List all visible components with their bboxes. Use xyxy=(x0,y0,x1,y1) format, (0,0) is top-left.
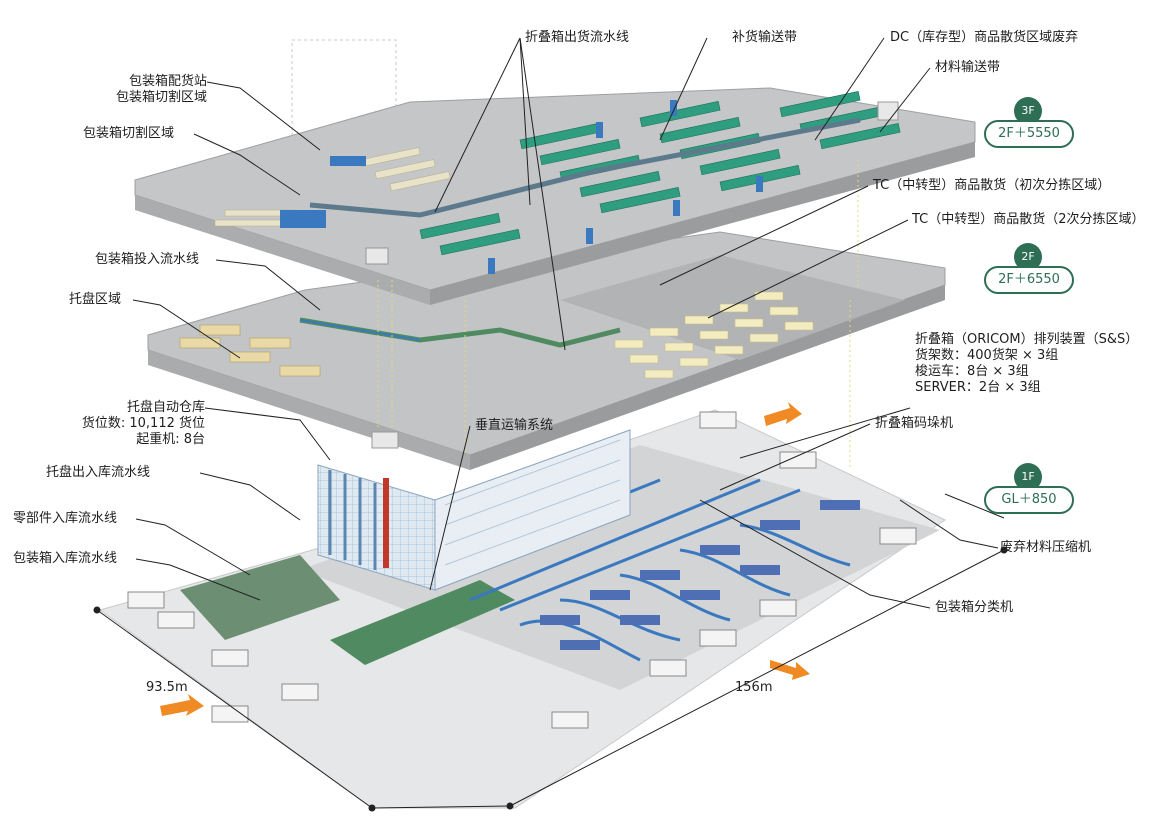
label-sns-line3: 梭运车：8台 × 3组 xyxy=(915,364,1029,379)
label-box-in-line: 包装箱入库流水线 xyxy=(13,551,118,566)
label-palletizer: 折叠箱码垛机 xyxy=(875,416,954,431)
label-replenish-conveyor: 补货输送带 xyxy=(732,30,798,45)
label-material-conveyor: 材料输送带 xyxy=(935,60,1001,75)
label-pallet-asrs: 托盘自动仓库 货位数: 10,112 货位 起重机: 8台 xyxy=(40,400,205,448)
label-fold-cut: 包装箱切割区域 xyxy=(83,126,175,141)
label-vertical: 垂直运输系统 xyxy=(475,418,554,433)
label-parts-line: 零部件入库流水线 xyxy=(13,511,118,526)
label-fold-station-line1: 包装箱配货站 xyxy=(128,74,207,89)
floor-1f xyxy=(98,402,947,809)
label-fold-input-line: 包装箱投入流水线 xyxy=(95,252,200,267)
floor-level-1f: GL＋850 xyxy=(984,486,1074,514)
label-sns: 折叠箱（ORICOM）排列装置（S&S） 货架数：400货架 × 3组 梭运车：… xyxy=(915,332,1138,396)
label-sns-line4: SERVER：2台 × 3组 xyxy=(915,380,1041,395)
label-pallet-line: 托盘出入库流水线 xyxy=(46,465,151,480)
dimension-length: 156m xyxy=(735,680,773,695)
label-pallet-asrs-line2: 货位数: 10,112 货位 xyxy=(81,416,205,431)
label-sorter: 包装箱分类机 xyxy=(935,600,1014,615)
label-pallet-asrs-line3: 起重机: 8台 xyxy=(136,432,205,447)
label-sns-line1: 折叠箱（ORICOM）排列装置（S&S） xyxy=(915,332,1139,347)
label-pallet-area: 托盘区域 xyxy=(69,292,122,307)
label-fold-station-line2: 包装箱切割区域 xyxy=(115,90,207,105)
label-pallet-asrs-line1: 托盘自动仓库 xyxy=(126,400,205,415)
label-tc-second: TC（中转型）商品散货（2次分拣区域） xyxy=(912,212,1145,227)
floor-level-3f: 2F＋5550 xyxy=(984,120,1074,148)
label-sns-line2: 货架数：400货架 × 3组 xyxy=(915,348,1059,363)
floor-3f xyxy=(134,39,976,305)
label-compactor: 废弃材料压缩机 xyxy=(1000,540,1092,555)
label-fold-station: 包装箱配货站 包装箱切割区域 xyxy=(60,74,207,106)
pallet-asrs-building xyxy=(317,429,631,591)
dimension-width: 93.5m xyxy=(146,680,188,695)
label-dc-area: DC（库存型）商品散货区域废弃 xyxy=(890,30,1079,45)
floor-2f xyxy=(147,231,946,470)
label-fold-out-line: 折叠箱出货流水线 xyxy=(525,30,630,45)
floor-level-2f: 2F＋6550 xyxy=(984,266,1074,294)
label-tc-first: TC（中转型）商品散货（初次分拣区域） xyxy=(873,178,1111,193)
